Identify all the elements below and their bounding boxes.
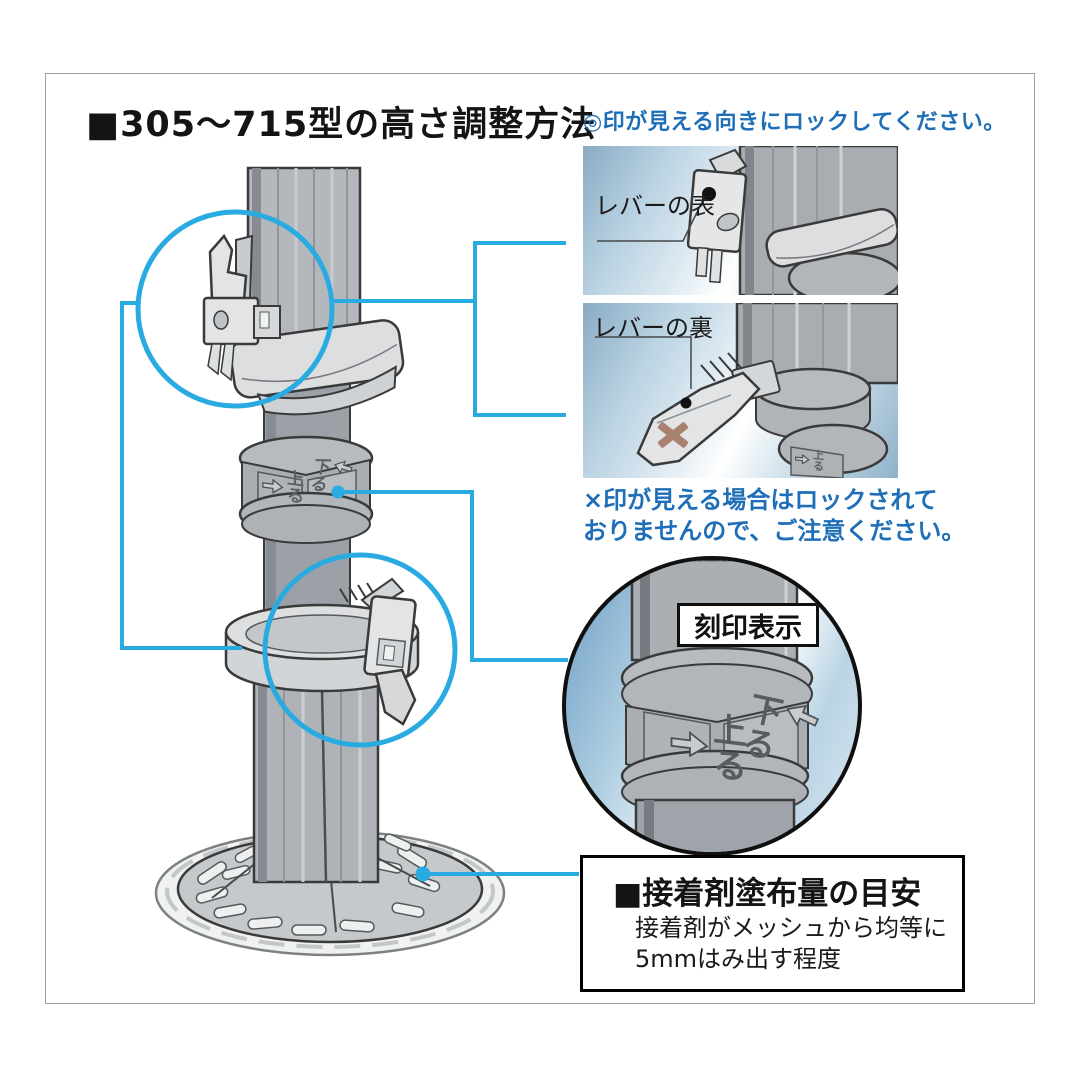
down-arrow-icon <box>334 460 353 475</box>
clamp-band <box>765 207 898 268</box>
collar-marking-down-zoom: 下る <box>739 688 820 766</box>
marking-up-text: 上る <box>813 448 824 474</box>
lock-instruction-note: ◎印が見える向きにロックしてください。 <box>583 110 1006 135</box>
tube-shade <box>266 510 276 640</box>
down-arrow-icon <box>786 704 820 727</box>
page-title: ■305〜715型の高さ調整方法 <box>86 105 597 145</box>
panel-label-back: レバーの裏 <box>593 314 713 342</box>
lower-column <box>252 666 380 884</box>
lock-mark-dot-icon <box>702 187 716 201</box>
caution-line-1: ×印が見える場合はロックされて <box>583 486 938 514</box>
lower-clamp <box>224 577 420 726</box>
collar-marking-up: 上る <box>262 467 304 508</box>
lever-back-illustration <box>595 303 898 478</box>
photo-panel-lever-front: レバーの表 <box>583 146 898 295</box>
callouts <box>120 209 579 882</box>
collar-marking-up-zoom: 上る <box>670 707 747 788</box>
up-arrow-icon <box>795 454 810 465</box>
engraving-detail-circle: 上る 下る 刻印表示 <box>562 556 862 856</box>
caution-line-2: おりませんので、ご注意ください。 <box>583 517 966 545</box>
label-leader-line <box>597 199 704 242</box>
marking-up-text: 上る <box>287 468 304 508</box>
engraved-face <box>790 446 844 478</box>
caution-text: ×印が見える場合はロックされて おりませんので、ご注意ください。 <box>583 485 965 547</box>
label-leader-line <box>595 336 692 389</box>
upper-lever-highlight-circle <box>135 209 335 409</box>
lever-back-open <box>636 352 781 467</box>
upper-lever <box>202 233 281 382</box>
lever-front-illustration <box>597 146 898 295</box>
callout-line-panel-bracket <box>473 241 566 417</box>
engraving-label: 刻印表示 <box>677 603 819 647</box>
callout-dot-base <box>415 866 431 882</box>
callout-dot-collar <box>331 485 345 499</box>
adhesive-guide-line-1: 接着剤がメッシュから均等に <box>635 914 947 942</box>
column-seam <box>320 689 328 883</box>
adhesive-guide-title: ■接着剤塗布量の目安 <box>613 876 922 912</box>
collar-marking-down: 下る <box>309 455 353 496</box>
photo-panel-lever-back: レバーの裏 上る <box>583 303 898 478</box>
cross-mark-icon <box>657 422 689 448</box>
up-arrow-icon <box>262 478 284 494</box>
up-arrow-icon <box>670 731 709 758</box>
callout-line-collar-to-detail <box>338 490 568 662</box>
marking-down-text: 下る <box>309 457 333 496</box>
lower-lever-highlight-circle <box>262 552 458 748</box>
callout-line-left-bracket <box>120 301 242 650</box>
upper-column <box>246 166 362 350</box>
collar-marking-up-small: 上る <box>795 447 824 474</box>
adhesive-guide-line-2: 5mmはみ出す程度 <box>635 945 842 973</box>
adhesive-guide-box: ■接着剤塗布量の目安 接着剤がメッシュから均等に 5mmはみ出す程度 <box>580 855 965 992</box>
marking-down-text: 下る <box>738 688 787 767</box>
panel-label-front: レバーの表 <box>595 192 715 220</box>
lower-lever <box>339 577 417 726</box>
lock-mark-dot-icon <box>680 397 692 409</box>
engraving-label-text: 刻印表示 <box>694 612 802 644</box>
mesh-slots <box>195 833 441 936</box>
lever-front <box>686 148 748 284</box>
